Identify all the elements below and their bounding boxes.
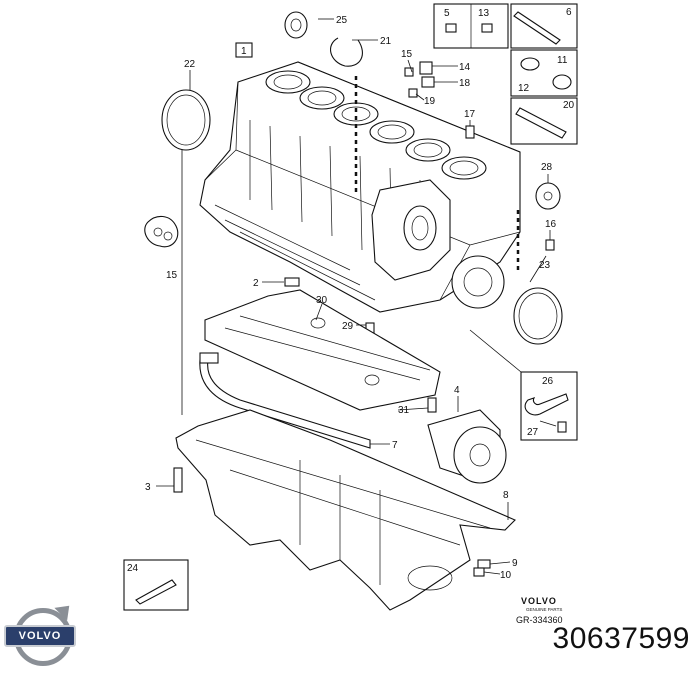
windage-tray-30 [204, 289, 441, 411]
callout-31: 31 [398, 405, 410, 416]
callout-25: 25 [336, 15, 348, 26]
callout-15-top: 15 [401, 49, 413, 60]
cylinder-bore-5 [405, 138, 451, 162]
callout-18: 18 [459, 78, 471, 89]
seal-25 [284, 11, 308, 39]
cylinder-bore-1 [265, 70, 311, 94]
bolt-3 [173, 467, 183, 493]
inset-box-6 [510, 3, 578, 49]
callout-24: 24 [127, 563, 139, 574]
volvo-logo: VOLVO [4, 625, 76, 647]
callout-17: 17 [464, 109, 476, 120]
washer-19 [408, 88, 418, 98]
bolt-9 [477, 559, 491, 569]
part-number: 30637599 [552, 622, 690, 655]
callout-4: 4 [454, 385, 460, 396]
plug-14 [419, 61, 433, 75]
main-label: 1 [241, 46, 247, 57]
callout-10: 10 [500, 570, 512, 581]
callout-13: 13 [478, 8, 490, 19]
oil-pump-4 [427, 409, 507, 484]
callout-28: 28 [541, 162, 553, 173]
callout-2: 2 [253, 278, 259, 289]
rear-seal-22 [161, 89, 211, 151]
oil-pickup-tube-7 [199, 352, 371, 449]
callout-15-left: 15 [166, 270, 178, 281]
cylinder-bore-2 [299, 86, 345, 110]
volvo-brand-sub: GENUINE PARTS [526, 607, 562, 612]
callout-9: 9 [512, 558, 518, 569]
circlip-21 [329, 37, 363, 67]
callout-26: 26 [542, 376, 554, 387]
callout-21: 21 [380, 36, 392, 47]
inset-box-24 [123, 559, 189, 611]
callout-11: 11 [557, 55, 568, 66]
pin-16 [545, 239, 555, 251]
rear-main-seal-flange [451, 255, 505, 309]
bolt-10 [473, 567, 485, 577]
oil-pan-8 [175, 409, 516, 611]
callout-6: 6 [566, 7, 572, 18]
callout-8: 8 [503, 490, 509, 501]
callout-14: 14 [459, 62, 471, 73]
callout-30: 30 [316, 295, 328, 306]
callout-16: 16 [545, 219, 557, 230]
bolt-31 [427, 397, 437, 413]
front-seal-23 [513, 287, 563, 345]
inset-box-20 [510, 97, 578, 145]
inset-box-11-12 [510, 49, 578, 97]
callout-3: 3 [145, 482, 151, 493]
plug-15 [404, 67, 414, 77]
callout-7: 7 [392, 440, 398, 451]
cylinder-bore-6 [441, 156, 487, 180]
inset-box-26-27 [469, 329, 578, 441]
callout-23: 23 [539, 260, 551, 271]
callout-27: 27 [527, 427, 539, 438]
callout-22: 22 [184, 59, 196, 70]
plug-17 [465, 125, 475, 139]
callout-12: 12 [518, 83, 530, 94]
callout-5: 5 [444, 8, 450, 19]
callout-20: 20 [563, 100, 575, 111]
cylinder-bore-4 [369, 120, 415, 144]
callout-29: 29 [342, 321, 354, 332]
gasket-15 [144, 215, 179, 248]
volvo-brand-small: VOLVO [521, 596, 557, 606]
engine-block [199, 61, 521, 313]
cylinder-bore-3 [333, 102, 379, 126]
bolt-2 [284, 277, 300, 287]
inset-box-5-13 [433, 3, 509, 49]
callout-19: 19 [424, 96, 436, 107]
diagram-code: GR-334360 [516, 615, 563, 625]
disc-28 [535, 182, 561, 210]
main-label-box [235, 42, 253, 58]
plug-18 [421, 76, 435, 88]
leader-lines [156, 18, 557, 575]
